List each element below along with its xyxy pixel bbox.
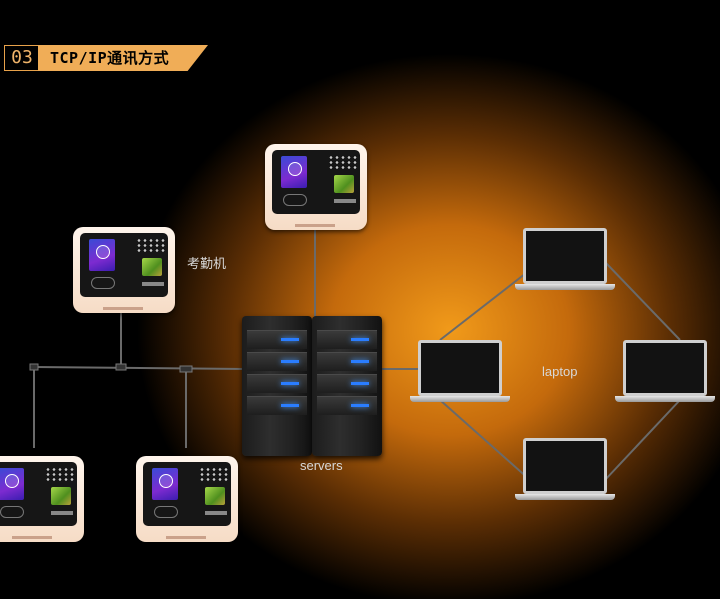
attendance-terminal-bottom-left bbox=[0, 456, 84, 542]
laptop-bottom bbox=[515, 438, 615, 500]
server-rack-left bbox=[242, 316, 312, 456]
link-laptop-bottom bbox=[439, 399, 531, 481]
section-title: TCP/IP通讯方式 bbox=[50, 49, 170, 67]
attendance-terminal-top bbox=[265, 144, 367, 230]
server-rack-right bbox=[312, 316, 382, 456]
junction bbox=[29, 363, 39, 371]
link-laptop-top bbox=[439, 269, 531, 341]
laptop-right bbox=[615, 340, 715, 402]
link-laptop-right-bottom bbox=[604, 399, 681, 481]
section-number: 03 bbox=[4, 45, 40, 71]
junction bbox=[179, 365, 193, 373]
laptop-label: laptop bbox=[542, 364, 578, 379]
laptop-top bbox=[515, 228, 615, 290]
junction bbox=[115, 363, 127, 371]
laptop-center bbox=[410, 340, 510, 402]
servers-label: servers bbox=[300, 458, 343, 473]
attendance-terminal-left bbox=[73, 227, 175, 313]
link-bus bbox=[33, 366, 246, 370]
section-title-band: TCP/IP通讯方式 bbox=[38, 45, 208, 71]
attendance-terminal-bottom-mid bbox=[136, 456, 238, 542]
link-laptop-right-top bbox=[604, 261, 681, 341]
attendance-label: 考勤机 bbox=[187, 256, 227, 271]
